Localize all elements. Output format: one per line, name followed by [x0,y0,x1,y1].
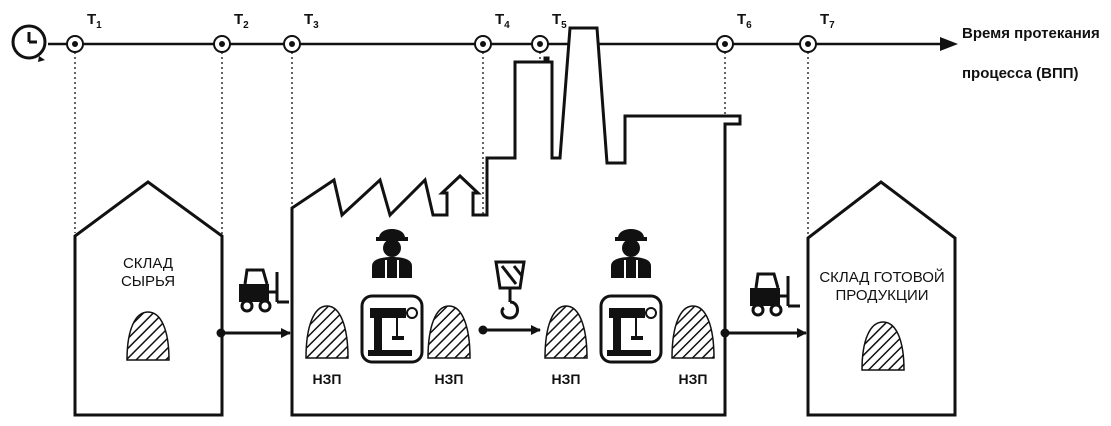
timeline-marker-dot [537,41,543,47]
raw-material-pile-icon [126,311,170,361]
timeline-marker-label: T2 [234,11,249,31]
raw-material-warehouse: СКЛАД СЫРЬЯ [73,180,224,417]
worker-icon [372,229,412,278]
timeline-marker-label: T3 [304,11,319,31]
timeline-marker: T3 [283,11,319,53]
flow-arrows [216,325,807,338]
timeline-marker-label: T1 [87,11,102,31]
timeline-marker: T2 [213,11,249,53]
wip-label: НЗП [313,371,342,387]
timeline-marker: T5 [531,11,567,53]
wip-label: НЗП [552,371,581,387]
timeline-marker-dot [480,41,486,47]
workstation [360,229,424,364]
wip-pile-icon [544,305,588,359]
worker-icon [611,229,651,278]
forklift-icon [239,268,289,313]
timeline-marker: T4 [474,11,510,53]
timeline-marker-dot [722,41,728,47]
drill-press-icon [599,294,663,364]
drill-press-icon [360,294,424,364]
timeline: Время протекания процесса (ВПП) [48,25,1100,82]
timeline-marker-label: T5 [552,11,567,31]
wip-pile-icon [427,305,471,359]
timeline-label-line1: Время протекания [962,25,1100,42]
finished-goods-pile-icon [861,321,905,371]
timeline-marker-label: T4 [495,11,510,31]
clock-icon [11,24,47,62]
raw-warehouse-label-2: СЫРЬЯ [121,273,175,290]
timeline-label-line2: процесса (ВПП) [962,65,1079,82]
wip-pile-icon [671,305,715,359]
timeline-arrowhead [940,37,958,51]
forklift-icon [750,272,800,317]
timeline-marker-label: T6 [737,11,752,31]
finished-warehouse-label-2: ПРОДУКЦИИ [835,287,928,304]
raw-warehouse-label-1: СКЛАД [123,255,173,272]
wip-label: НЗП [435,371,464,387]
timeline-marker-dot [72,41,78,47]
timeline-marker: T6 [716,11,752,53]
timeline-marker-dot [289,41,295,47]
workstation [599,229,663,364]
wip-label: НЗП [679,371,708,387]
timeline-marker: T1 [66,11,102,53]
finished-goods-warehouse: СКЛАД ГОТОВОЙ ПРОДУКЦИИ [806,180,957,417]
finished-warehouse-label-1: СКЛАД ГОТОВОЙ [819,268,944,286]
timeline-markers: T1 T2 T3 T4 T5 T6 T7 [66,11,835,53]
wip-pile-icon [305,305,349,359]
crane-hook-icon [494,260,526,320]
timeline-marker: T7 [799,11,835,53]
timeline-marker-dot [805,41,811,47]
timeline-marker-label: T7 [820,11,835,31]
timeline-marker-dot [219,41,225,47]
